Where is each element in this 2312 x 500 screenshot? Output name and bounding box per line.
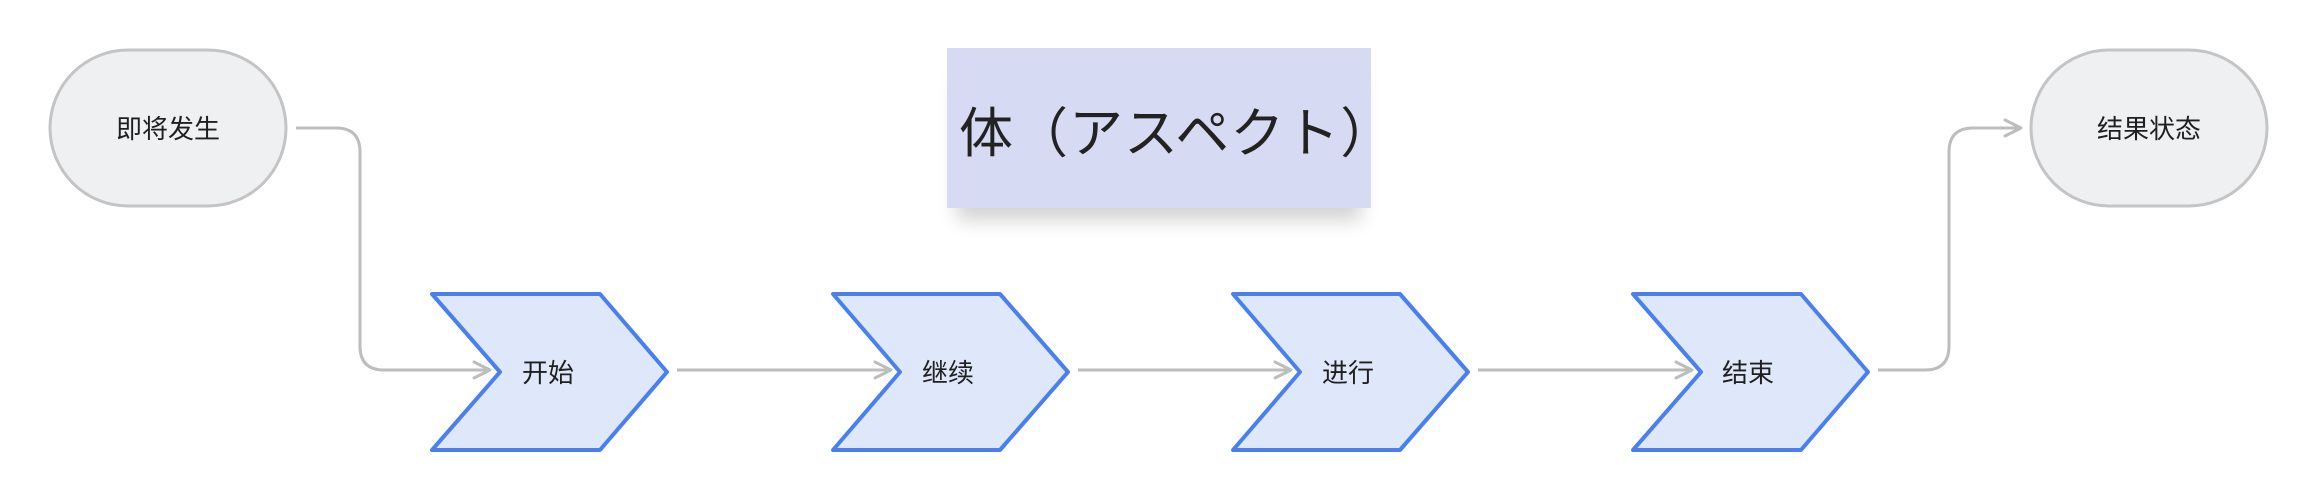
node-before[interactable]: 即将发生 [48,48,288,208]
title-box[interactable]: 体（アスペクト） [947,48,1394,208]
step-start-label: 开始 [522,359,574,389]
step-end[interactable]: 结束 [1631,292,1870,452]
step-end-label: 结束 [1722,359,1774,389]
node-after-label: 结果状态 [2097,115,2201,145]
diagram-title: 体（アスペクト） [959,101,1396,165]
node-after[interactable]: 结果状态 [2029,48,2269,208]
connector-before-to-start [296,126,492,380]
node-before-shape [48,48,288,208]
step-end-shape [1631,292,1870,452]
step-continue-label: 继续 [922,359,974,389]
step-start-shape [430,292,669,452]
node-before-label: 即将发生 [116,115,220,145]
connector-end-to-after [1878,118,2023,372]
step-progress-shape [1231,292,1470,452]
node-after-shape [2029,48,2269,208]
step-progress[interactable]: 进行 [1231,292,1470,452]
step-continue-shape [831,292,1070,452]
step-start[interactable]: 开始 [430,292,669,452]
step-continue[interactable]: 继续 [831,292,1070,452]
step-progress-label: 进行 [1322,359,1374,389]
